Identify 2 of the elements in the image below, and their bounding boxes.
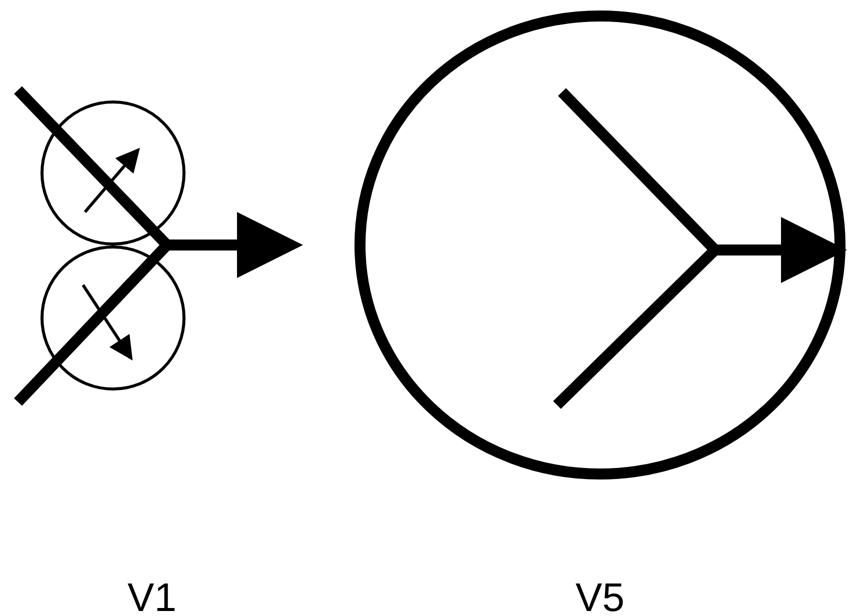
area-label: V1 bbox=[128, 578, 176, 616]
area-label: V5 bbox=[576, 578, 624, 616]
